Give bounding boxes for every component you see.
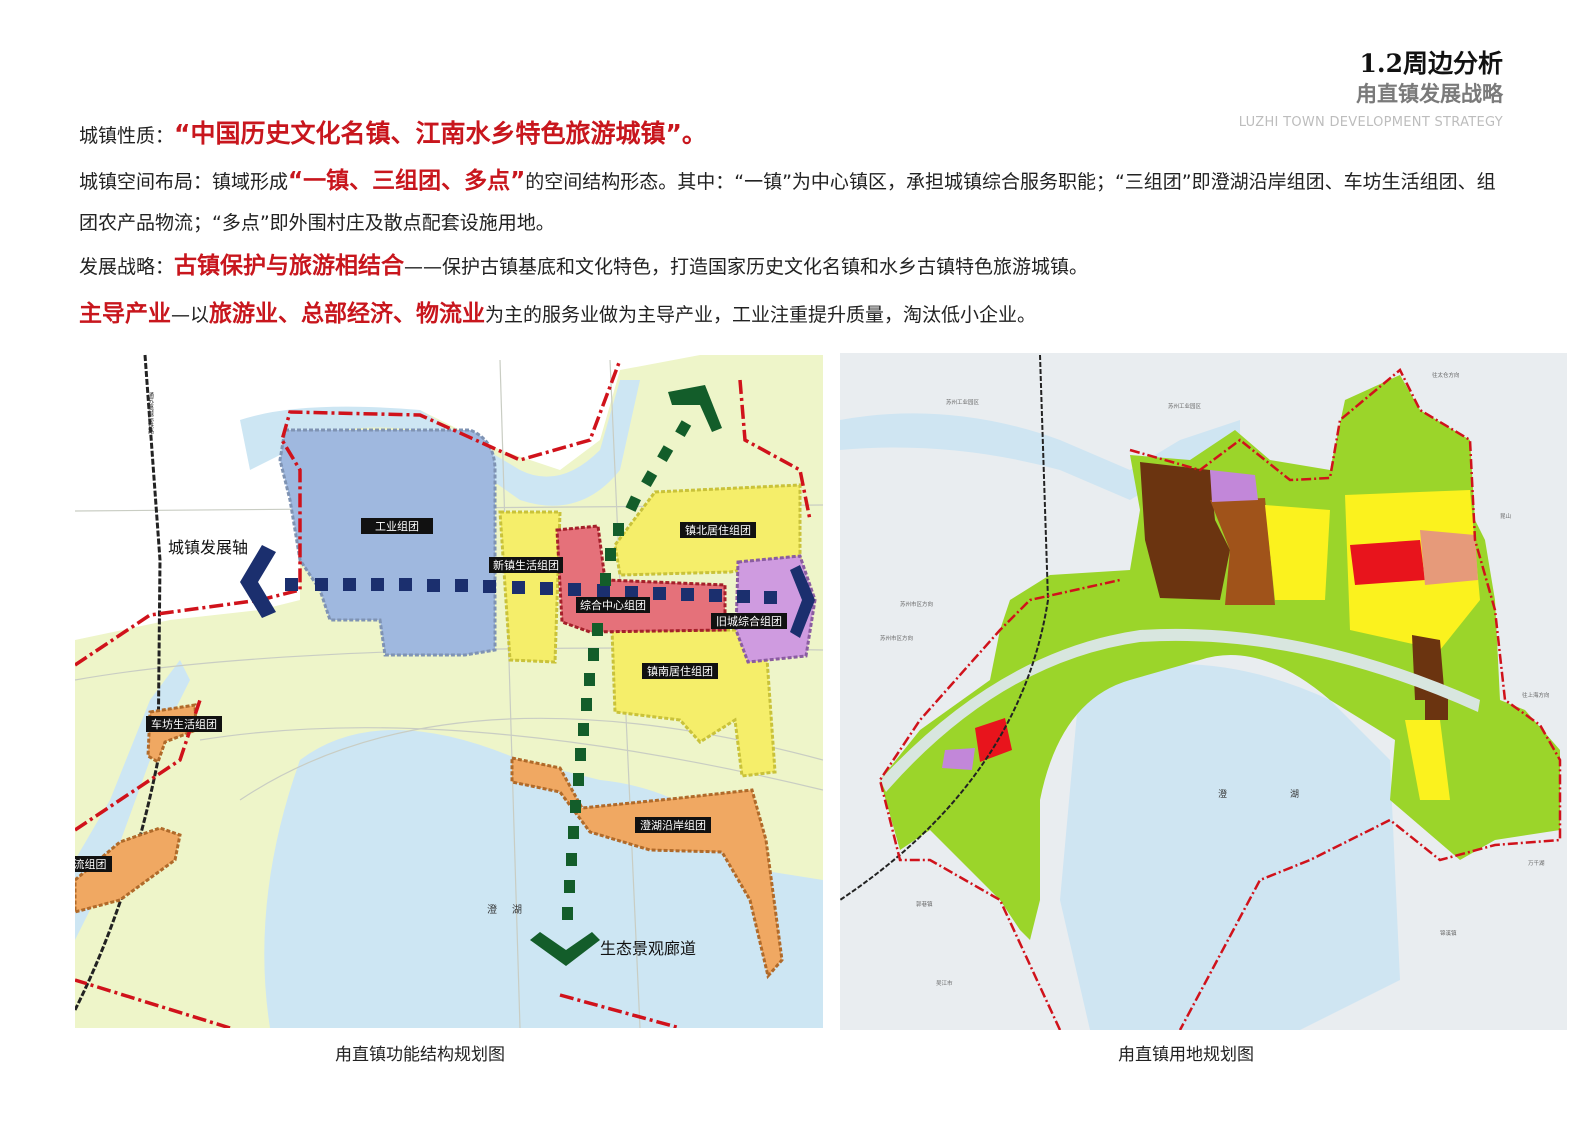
- ecological-corridor: [530, 385, 722, 966]
- oldtown: [1420, 530, 1478, 585]
- xinzhen-cluster: [498, 510, 562, 664]
- place-label: 吴江市: [936, 979, 953, 987]
- label-oldtown: 旧城综合组团: [716, 614, 782, 628]
- header-title: 1.2周边分析: [1359, 49, 1504, 78]
- strategy-paragraph: 发展战略：古镇保护与旅游相结合——保护古镇基底和文化特色，打造国家历史文化名镇和…: [79, 246, 1509, 288]
- place-label: 郭巷镇: [916, 900, 933, 908]
- town-boundary: [878, 368, 1562, 1030]
- railway-line: [840, 354, 1050, 901]
- place-label: 昆山: [1500, 512, 1511, 520]
- mixed-use-purple: [1210, 470, 1258, 502]
- right-map-caption: 甪直镇用地规划图: [1118, 1045, 1254, 1065]
- label: 发展战略：: [79, 256, 175, 278]
- place-label: 往上海方向: [1522, 691, 1550, 699]
- place-label: 苏州市区方向: [880, 634, 913, 642]
- mixed-use-west: [942, 748, 975, 770]
- place-label: 锦溪镇: [1440, 929, 1457, 937]
- place-label: 苏州工业园区: [946, 398, 980, 406]
- corridor-arrow-down-icon: [530, 932, 600, 966]
- logistics-cluster: [75, 826, 182, 914]
- development-axis: [240, 545, 815, 638]
- place-label: 往太仓方向: [1432, 371, 1460, 379]
- axis-arrow-right-icon: [790, 565, 815, 638]
- lake: [1060, 664, 1400, 1030]
- lake-label: 湖: [512, 904, 522, 916]
- corridor-arrow-up-icon: [668, 385, 722, 432]
- highlight: “一镇、三组团、多点”: [288, 168, 526, 194]
- town-boundary: [75, 359, 812, 1028]
- left-map-caption: 甪直镇功能结构规划图: [335, 1045, 505, 1065]
- label-chenghu-shore: 澄湖沿岸组团: [640, 818, 706, 832]
- label-logistics: 农产品物流组团: [75, 857, 107, 871]
- lake-label: 澄: [487, 903, 497, 916]
- label-north: 镇北居住组团: [685, 523, 751, 537]
- highlight: 古镇保护与旅游相结合: [174, 253, 405, 279]
- header-subtitle: 甪直镇发展战略: [1356, 82, 1503, 106]
- railway-line: [75, 354, 162, 1011]
- industry-paragraph: 主导产业—以旅游业、总部经济、物流业为主的服务业做为主导产业，工业注重提升质量，…: [79, 294, 1509, 336]
- highlight: 旅游业、总部经济、物流业: [209, 301, 486, 327]
- industrial-south2: [1425, 695, 1448, 720]
- highlight: 主导产业: [79, 301, 171, 327]
- body-text: ——保护古镇基底和文化特色，打造国家历史文化名镇和水乡古镇特色旅游城镇。: [404, 256, 1089, 278]
- lake-label: 澄: [1218, 788, 1227, 800]
- industrial-cluster: [278, 428, 497, 657]
- industrial-dark: [1140, 462, 1230, 600]
- industrial: [1210, 498, 1275, 605]
- place-label: 苏州市区方向: [900, 600, 933, 608]
- label-center: 综合中心组团: [580, 598, 646, 612]
- spatial-layout-paragraph: 城镇空间布局：镇域形成“一镇、三组团、多点”的空间结构形态。其中：“一镇”为中心…: [79, 161, 1509, 244]
- label: 城镇性质：: [79, 125, 175, 147]
- body-text: —以: [171, 304, 210, 326]
- label: 城镇空间布局：镇域形成: [79, 171, 289, 193]
- label-chefang: 车坊生活组团: [151, 717, 217, 731]
- highlight: “中国历史文化名镇、江南水乡特色旅游城镇”。: [174, 119, 707, 148]
- label-xinzhen: 新镇生活组团: [493, 558, 559, 572]
- body-text: 为主的服务业做为主导产业，工业注重提升质量，淘汰低小企业。: [485, 304, 1037, 326]
- land-use-map: 澄 湖 苏州工业园区 苏州工业园区 苏州市区方向 苏州市区方向 往太仓方向 昆山…: [840, 353, 1567, 1030]
- label-industrial: 工业组团: [375, 519, 419, 533]
- commercial-core: [1350, 540, 1425, 585]
- label-axis: 城镇发展轴: [168, 538, 248, 557]
- axis-arrow-left-icon: [240, 545, 276, 618]
- body-text: 的空间结构形态。其中：“一镇”为中心镇区，承担城镇综合服务职能；“三组团”即澄湖…: [79, 171, 1496, 234]
- label-south: 镇南居住组团: [647, 664, 713, 678]
- functional-structure-map: 工业组团 新镇生活组团 综合中心组团 镇北居住组团 旧城综合组团 镇南居住组团 …: [75, 353, 823, 1028]
- lake-label: 湖: [1290, 789, 1299, 800]
- label-corridor: 生态景观廊道: [600, 939, 696, 958]
- commercial-west: [975, 718, 1012, 762]
- cluster-labels: 工业组团 新镇生活组团 综合中心组团 镇北居住组团 旧城综合组团 镇南居住组团 …: [75, 518, 787, 872]
- residential-south: [1405, 720, 1450, 800]
- railway-label: 通苏嘉城际铁路: [147, 391, 154, 435]
- place-label: 万千湖: [1528, 859, 1545, 867]
- place-label: 苏州工业园区: [1168, 402, 1202, 410]
- residential-west: [1265, 505, 1330, 600]
- town-nature-paragraph: 城镇性质：“中国历史文化名镇、江南水乡特色旅游城镇”。: [79, 113, 1509, 157]
- header-english: LUZHI TOWN DEVELOPMENT STRATEGY: [1238, 115, 1503, 130]
